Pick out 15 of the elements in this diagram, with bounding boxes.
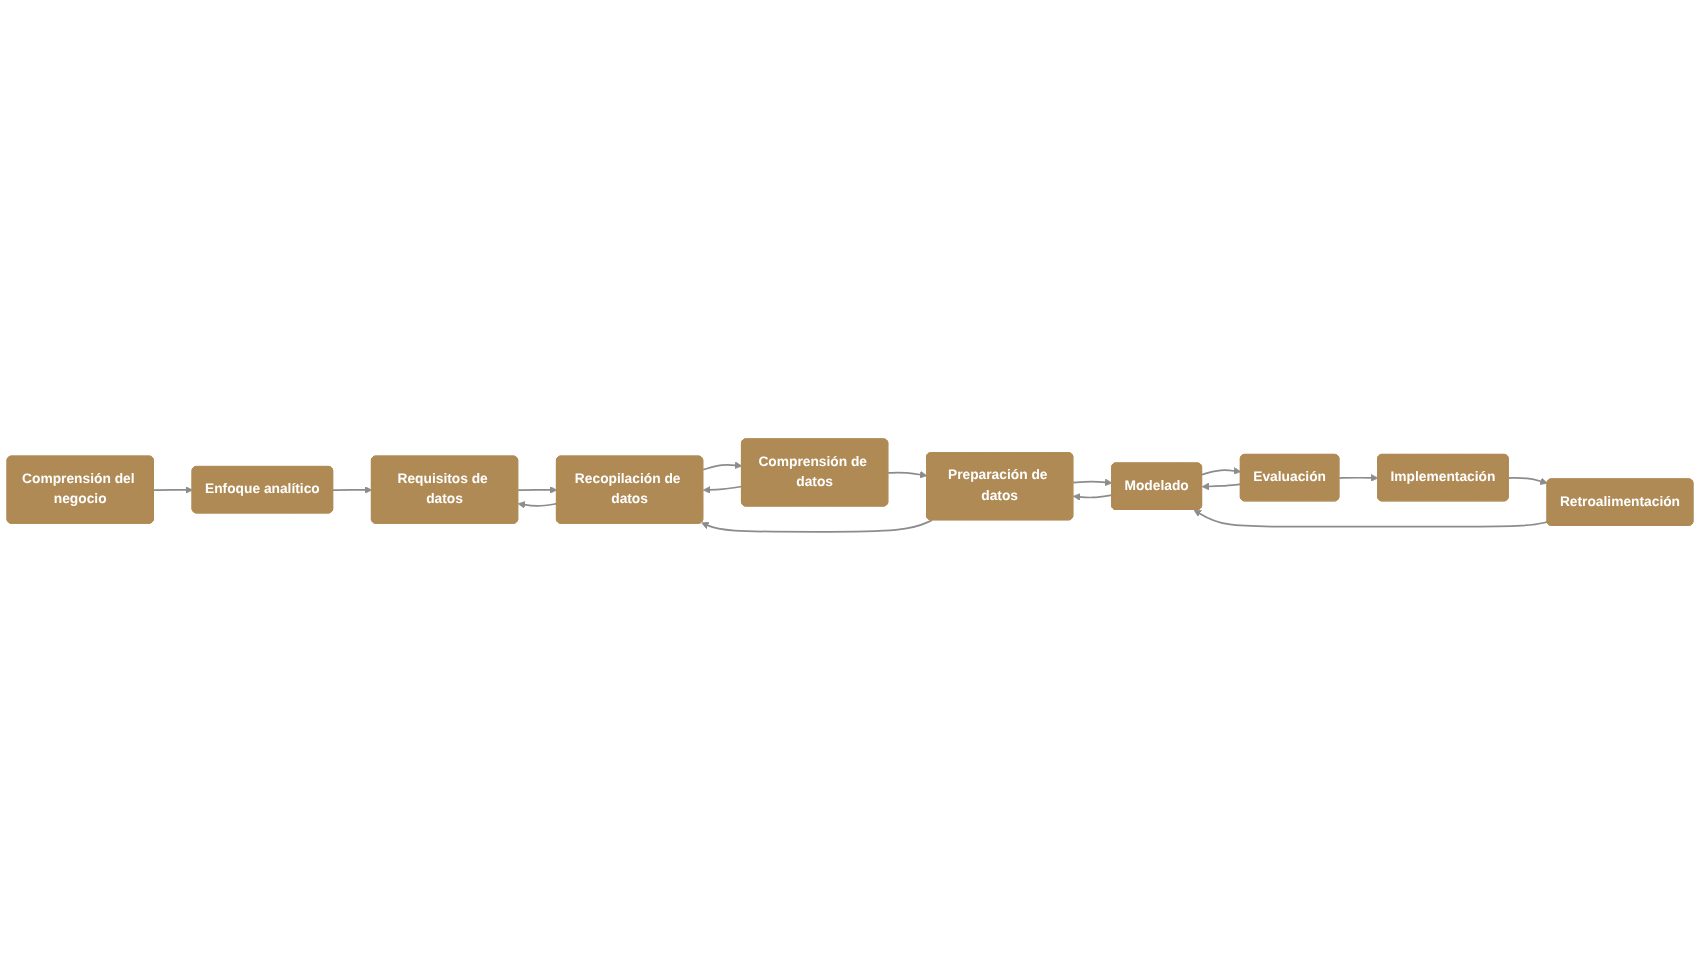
arrow (1201, 482, 1242, 490)
arrow (887, 470, 928, 478)
arrow (1072, 478, 1113, 486)
arrow (701, 519, 933, 533)
arrow (517, 500, 558, 509)
arrow (152, 485, 193, 494)
arrow (1338, 473, 1379, 482)
arrow (702, 461, 743, 471)
arrow (1072, 492, 1113, 501)
arrow (332, 485, 373, 494)
arrow (1201, 466, 1242, 476)
arrow (1507, 476, 1548, 485)
arrow (517, 485, 558, 494)
arrow (702, 485, 743, 494)
arrow (1193, 509, 1549, 528)
